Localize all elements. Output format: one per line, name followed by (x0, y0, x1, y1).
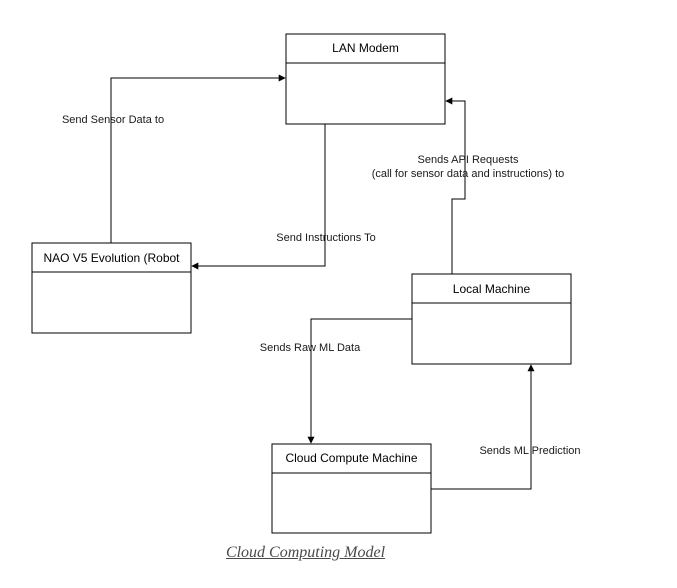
nao-robot-box (31, 242, 192, 334)
node-lan-modem: LAN Modem (285, 33, 446, 125)
cloud-compute-title: Cloud Compute Machine (285, 451, 417, 465)
edge-label-sends-ml-prediction: Sends ML Prediction (479, 445, 580, 457)
node-nao-robot: NAO V5 Evolution (Robot (31, 242, 192, 334)
edge-cloud-to-local (431, 364, 535, 490)
edge-label-send-instructions: Send Instructions To (276, 232, 375, 244)
edge-robot-to-modem (110, 74, 286, 243)
figure-caption: Cloud Computing Model (225, 544, 386, 561)
cloud-compute-box (271, 443, 432, 534)
edge-label-send-sensor-data: Send Sensor Data to (62, 114, 164, 126)
edge-label-sends-api-requests-1: Sends API Requests (418, 154, 519, 166)
edge-label-sends-raw-ml-data: Sends Raw ML Data (260, 342, 361, 354)
edge-local-to-modem (445, 97, 466, 274)
node-cloud-compute: Cloud Compute Machine (271, 443, 432, 534)
edge-modem-to-robot (191, 124, 326, 270)
local-machine-title: Local Machine (453, 282, 531, 296)
edge-local-to-cloud (307, 318, 412, 444)
lan-modem-box (285, 33, 446, 125)
lan-modem-title: LAN Modem (332, 41, 399, 55)
nao-robot-title: NAO V5 Evolution (Robot (43, 251, 180, 265)
edge-label-sends-api-requests-2: (call for sensor data and instructions) … (372, 168, 565, 180)
node-local-machine: Local Machine (411, 273, 572, 365)
